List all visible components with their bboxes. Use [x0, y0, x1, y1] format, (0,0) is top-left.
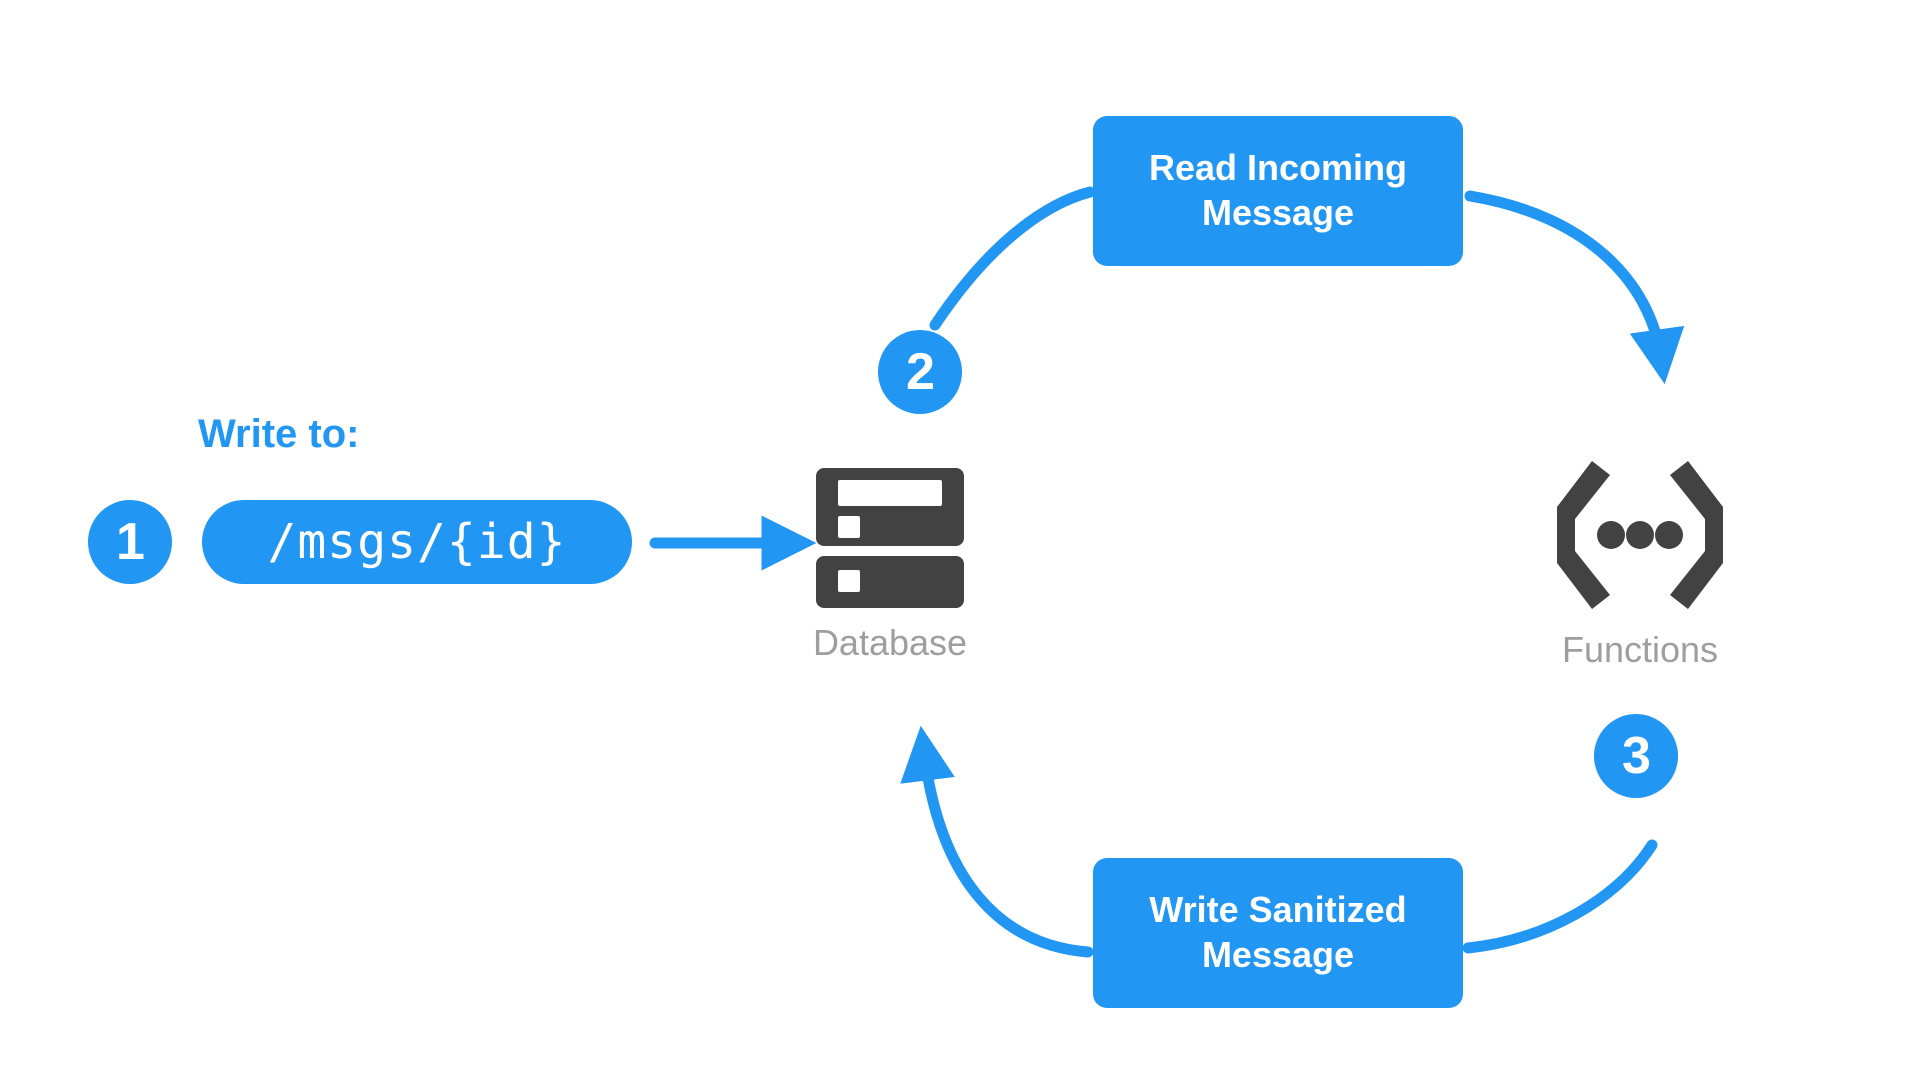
arrow-read-box-to-functions [1464, 190, 1685, 385]
database-led-bottom [838, 570, 860, 592]
arrow-write-box-to-database [900, 725, 1094, 958]
database-slot-bar [838, 480, 942, 506]
flow-box-read-text: Read Incoming Message [1149, 146, 1407, 235]
flow-box-read-incoming-message: Read Incoming Message [1093, 116, 1463, 266]
node-database-caption: Database [812, 622, 968, 663]
functions-braces-icon [1557, 461, 1723, 609]
flow-box-write-text: Write Sanitized Message [1149, 888, 1406, 977]
database-path-pill: /msgs/{id} [202, 500, 632, 584]
flow-box-write-line1: Write Sanitized [1149, 889, 1407, 931]
step-badge-1: 1 [88, 500, 172, 584]
database-led-top [838, 516, 860, 538]
flow-box-read-line2: Message [1201, 192, 1355, 233]
step-badge-2: 2 [878, 330, 962, 414]
node-functions: Functions [1490, 455, 1790, 671]
step-badge-3: 3 [1594, 714, 1678, 798]
flow-box-write-sanitized-message: Write Sanitized Message [1093, 858, 1463, 1008]
database-icon [816, 468, 964, 608]
node-functions-caption: Functions [1561, 629, 1719, 670]
arrow-database-to-read-box [929, 186, 1096, 331]
arrow-functions-to-write-box [1462, 839, 1658, 954]
node-database: Database [770, 468, 1010, 664]
write-to-label: Write to: [198, 412, 360, 456]
flow-box-read-line1: Read Incoming [1148, 147, 1408, 189]
flow-box-write-line2: Message [1201, 934, 1355, 975]
